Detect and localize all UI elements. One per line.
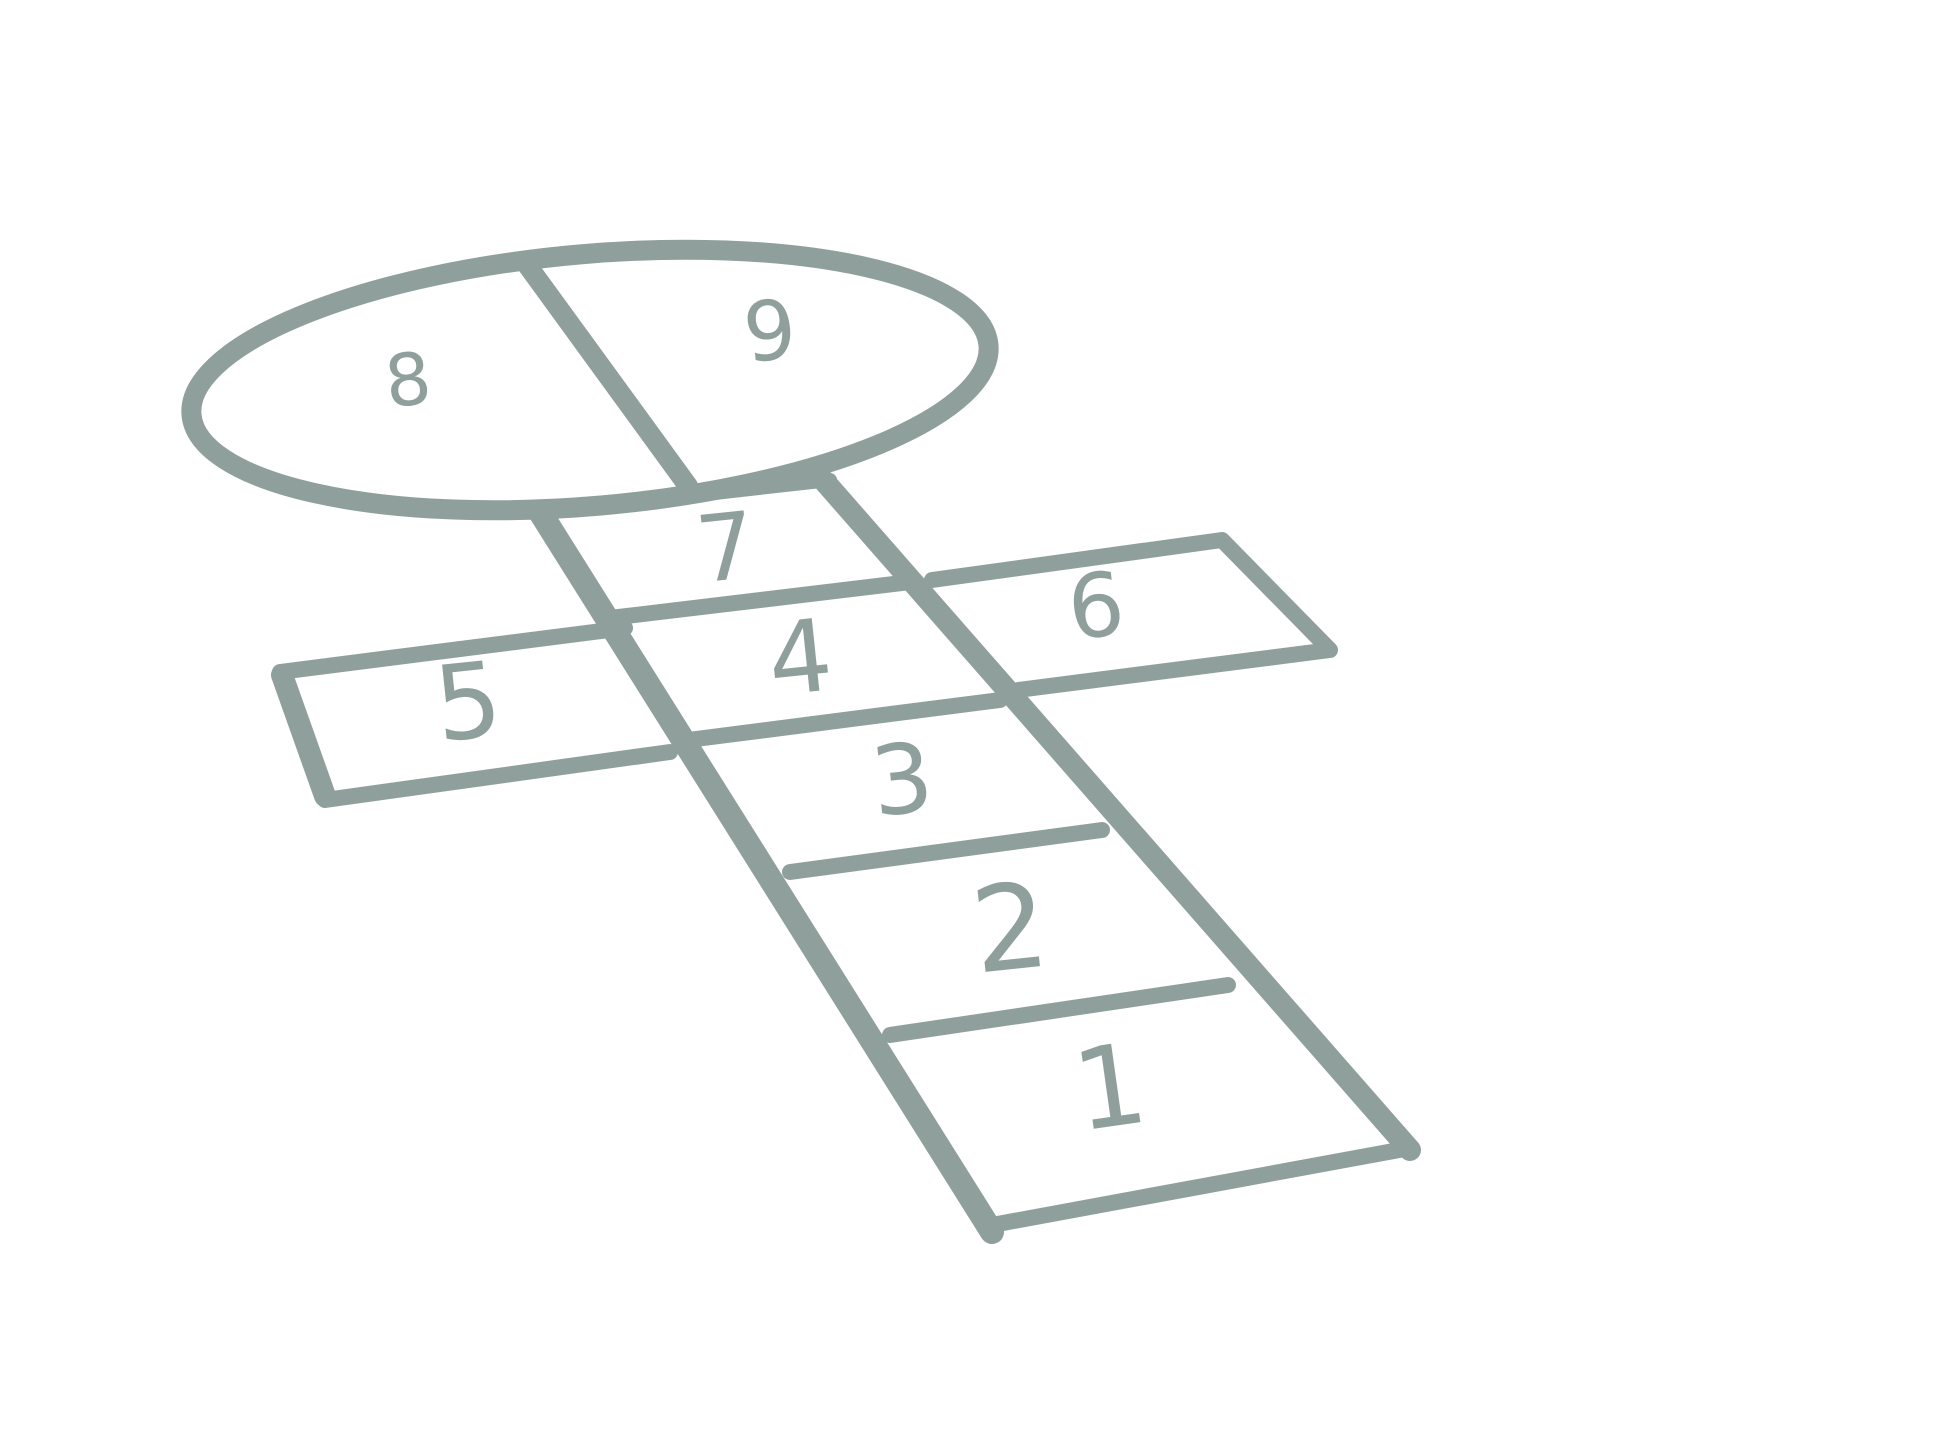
square-6-label: 6 <box>1063 552 1129 660</box>
center-right-rail <box>814 471 1421 1161</box>
divider-2-1 <box>882 977 1236 1043</box>
oval-outline <box>181 239 999 521</box>
divider-7-top <box>538 473 837 519</box>
bottom-edge <box>984 1140 1418 1233</box>
divider-3-2 <box>782 822 1110 880</box>
side-wings <box>271 532 1338 808</box>
square-4-label: 4 <box>762 596 838 719</box>
top-oval <box>181 239 999 521</box>
square-8-label: 8 <box>381 336 435 424</box>
square-7-label: 7 <box>691 492 760 605</box>
divider-7-4 <box>602 574 918 626</box>
square-1-label: 1 <box>1066 1019 1155 1158</box>
square-3-label: 3 <box>866 721 938 839</box>
square-9-label: 9 <box>739 282 801 382</box>
oval-divider <box>515 252 698 496</box>
square-labels: 1 2 3 4 5 6 7 8 9 <box>381 282 1155 1157</box>
divider-4-3 <box>680 692 1008 748</box>
square-2-label: 2 <box>965 855 1054 1000</box>
wing-right-outline <box>924 532 1338 698</box>
wing-left-outer-edge <box>271 664 336 807</box>
square-5-label: 5 <box>429 638 508 766</box>
